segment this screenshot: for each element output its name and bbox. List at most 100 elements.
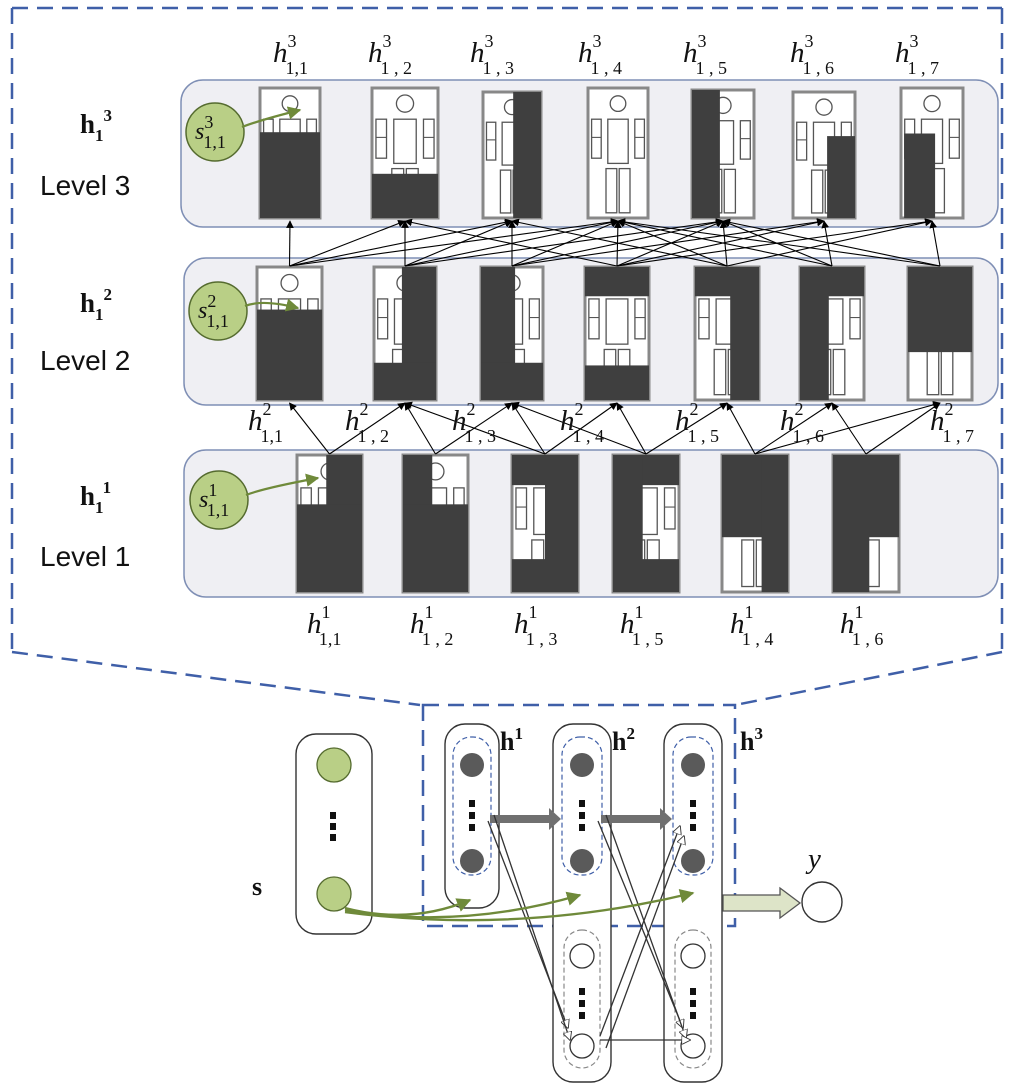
ellipsis-dot [330,834,336,841]
level-2-figure [693,265,761,402]
ellipsis-dot [469,824,475,831]
figure-left-arm [588,298,600,340]
level-2-figure [479,265,545,402]
hidden-node-dark [681,753,705,777]
label-sup: 3 [754,724,763,743]
label-sub: 1 , 2 [381,58,413,78]
level-2-to-3-arrow [511,218,728,267]
output-arrow [722,886,802,920]
label-sup: 3 [383,31,392,51]
label-sup: 1 [635,602,643,622]
svg-text:h11: h11 [80,478,111,517]
level-2-figure [798,265,866,402]
label-sub: 1 , 3 [465,426,497,446]
label-base: h [273,37,288,69]
label-sub: 1,1 [206,311,229,331]
label-base: h [895,37,910,69]
level-1-to-2-arrow [616,402,647,455]
figure-mask [800,267,829,400]
figure-mask [513,92,541,218]
label-sup: 1 [745,602,753,622]
svg-text:h12: h12 [80,285,112,324]
figure-left-arm [515,487,528,530]
label-base: h [470,37,485,69]
level-2-to-3-arrow [616,220,724,267]
label-base: h [368,37,383,69]
level-3-figure [586,86,650,220]
label-base: s [195,119,204,145]
label-base: h [248,405,263,437]
layer-label: h2 [612,724,635,756]
level-2-to-3-arrow [289,218,513,267]
level-1-figure [295,453,364,594]
figure-right-arm [634,298,646,340]
level-3-figure [258,86,322,220]
label-sup: 3 [698,31,707,51]
level-1-to-2-arrow [645,402,728,455]
level-2-to-3-arrow [511,220,619,267]
label-sup: 3 [204,112,213,132]
h1-to-h2-arrow-head [549,808,561,830]
label-sub: 1 , 6 [803,58,835,78]
figure-left-leg [713,348,727,396]
h1-dark-group [452,736,492,876]
layer-label: h3 [740,724,763,756]
figure-mask [403,504,468,592]
level-3-figure [481,90,543,220]
level-1-to-2-arrow [289,402,330,455]
connection-arrows [286,218,941,455]
label-sub: 1 , 5 [632,629,664,649]
label-sup: 2 [360,399,369,419]
figure-left-arm [796,121,808,161]
hidden-node-dark [681,849,705,873]
level-1-to-2-arrow [865,402,941,455]
label-sub: 1 , 2 [358,426,390,446]
hidden-node-dark [570,753,594,777]
ellipsis-dot [469,812,475,819]
label-base: h [410,608,425,640]
figure-left-arm [485,121,497,161]
hidden-node-light [569,943,595,969]
figure-right-arm [422,118,435,159]
figure-head [395,94,415,113]
level-2-title: h12 Level 2 [40,285,130,376]
label-sup: 2 [207,291,216,311]
label-sup: 3 [805,31,814,51]
level-3-figure [899,86,965,220]
figure-mask [257,309,322,400]
level-2-to-3-arrow [617,220,728,267]
figure-mask [833,455,870,592]
figure-head [609,95,627,113]
label-base: h [514,608,529,640]
input-node [316,876,352,912]
ellipsis-dot [330,812,336,819]
level-1-figure [510,453,580,594]
level-3-h-label: h3 1 , 2 [368,31,412,78]
label-base: h [500,727,515,756]
level-1-name: Level 1 [40,541,130,572]
level-2-to-3-arrow [617,218,833,267]
label-sup: 1 [855,602,863,622]
label-base: s [199,487,208,513]
level-2-to-3-arrow [616,218,933,267]
label-sub: 1 , 4 [573,426,605,446]
figure-left-leg [810,169,824,214]
figure-right-arm [663,487,676,530]
h2-light-group [563,929,601,1069]
level-2-figure [906,265,974,402]
label-sub: 1,1 [203,132,226,152]
h2-to-h3-arrow-head [660,808,672,830]
figure-mask [692,90,720,218]
level-1-to-2-arrow [754,402,833,455]
label-sup: 2 [263,399,272,419]
